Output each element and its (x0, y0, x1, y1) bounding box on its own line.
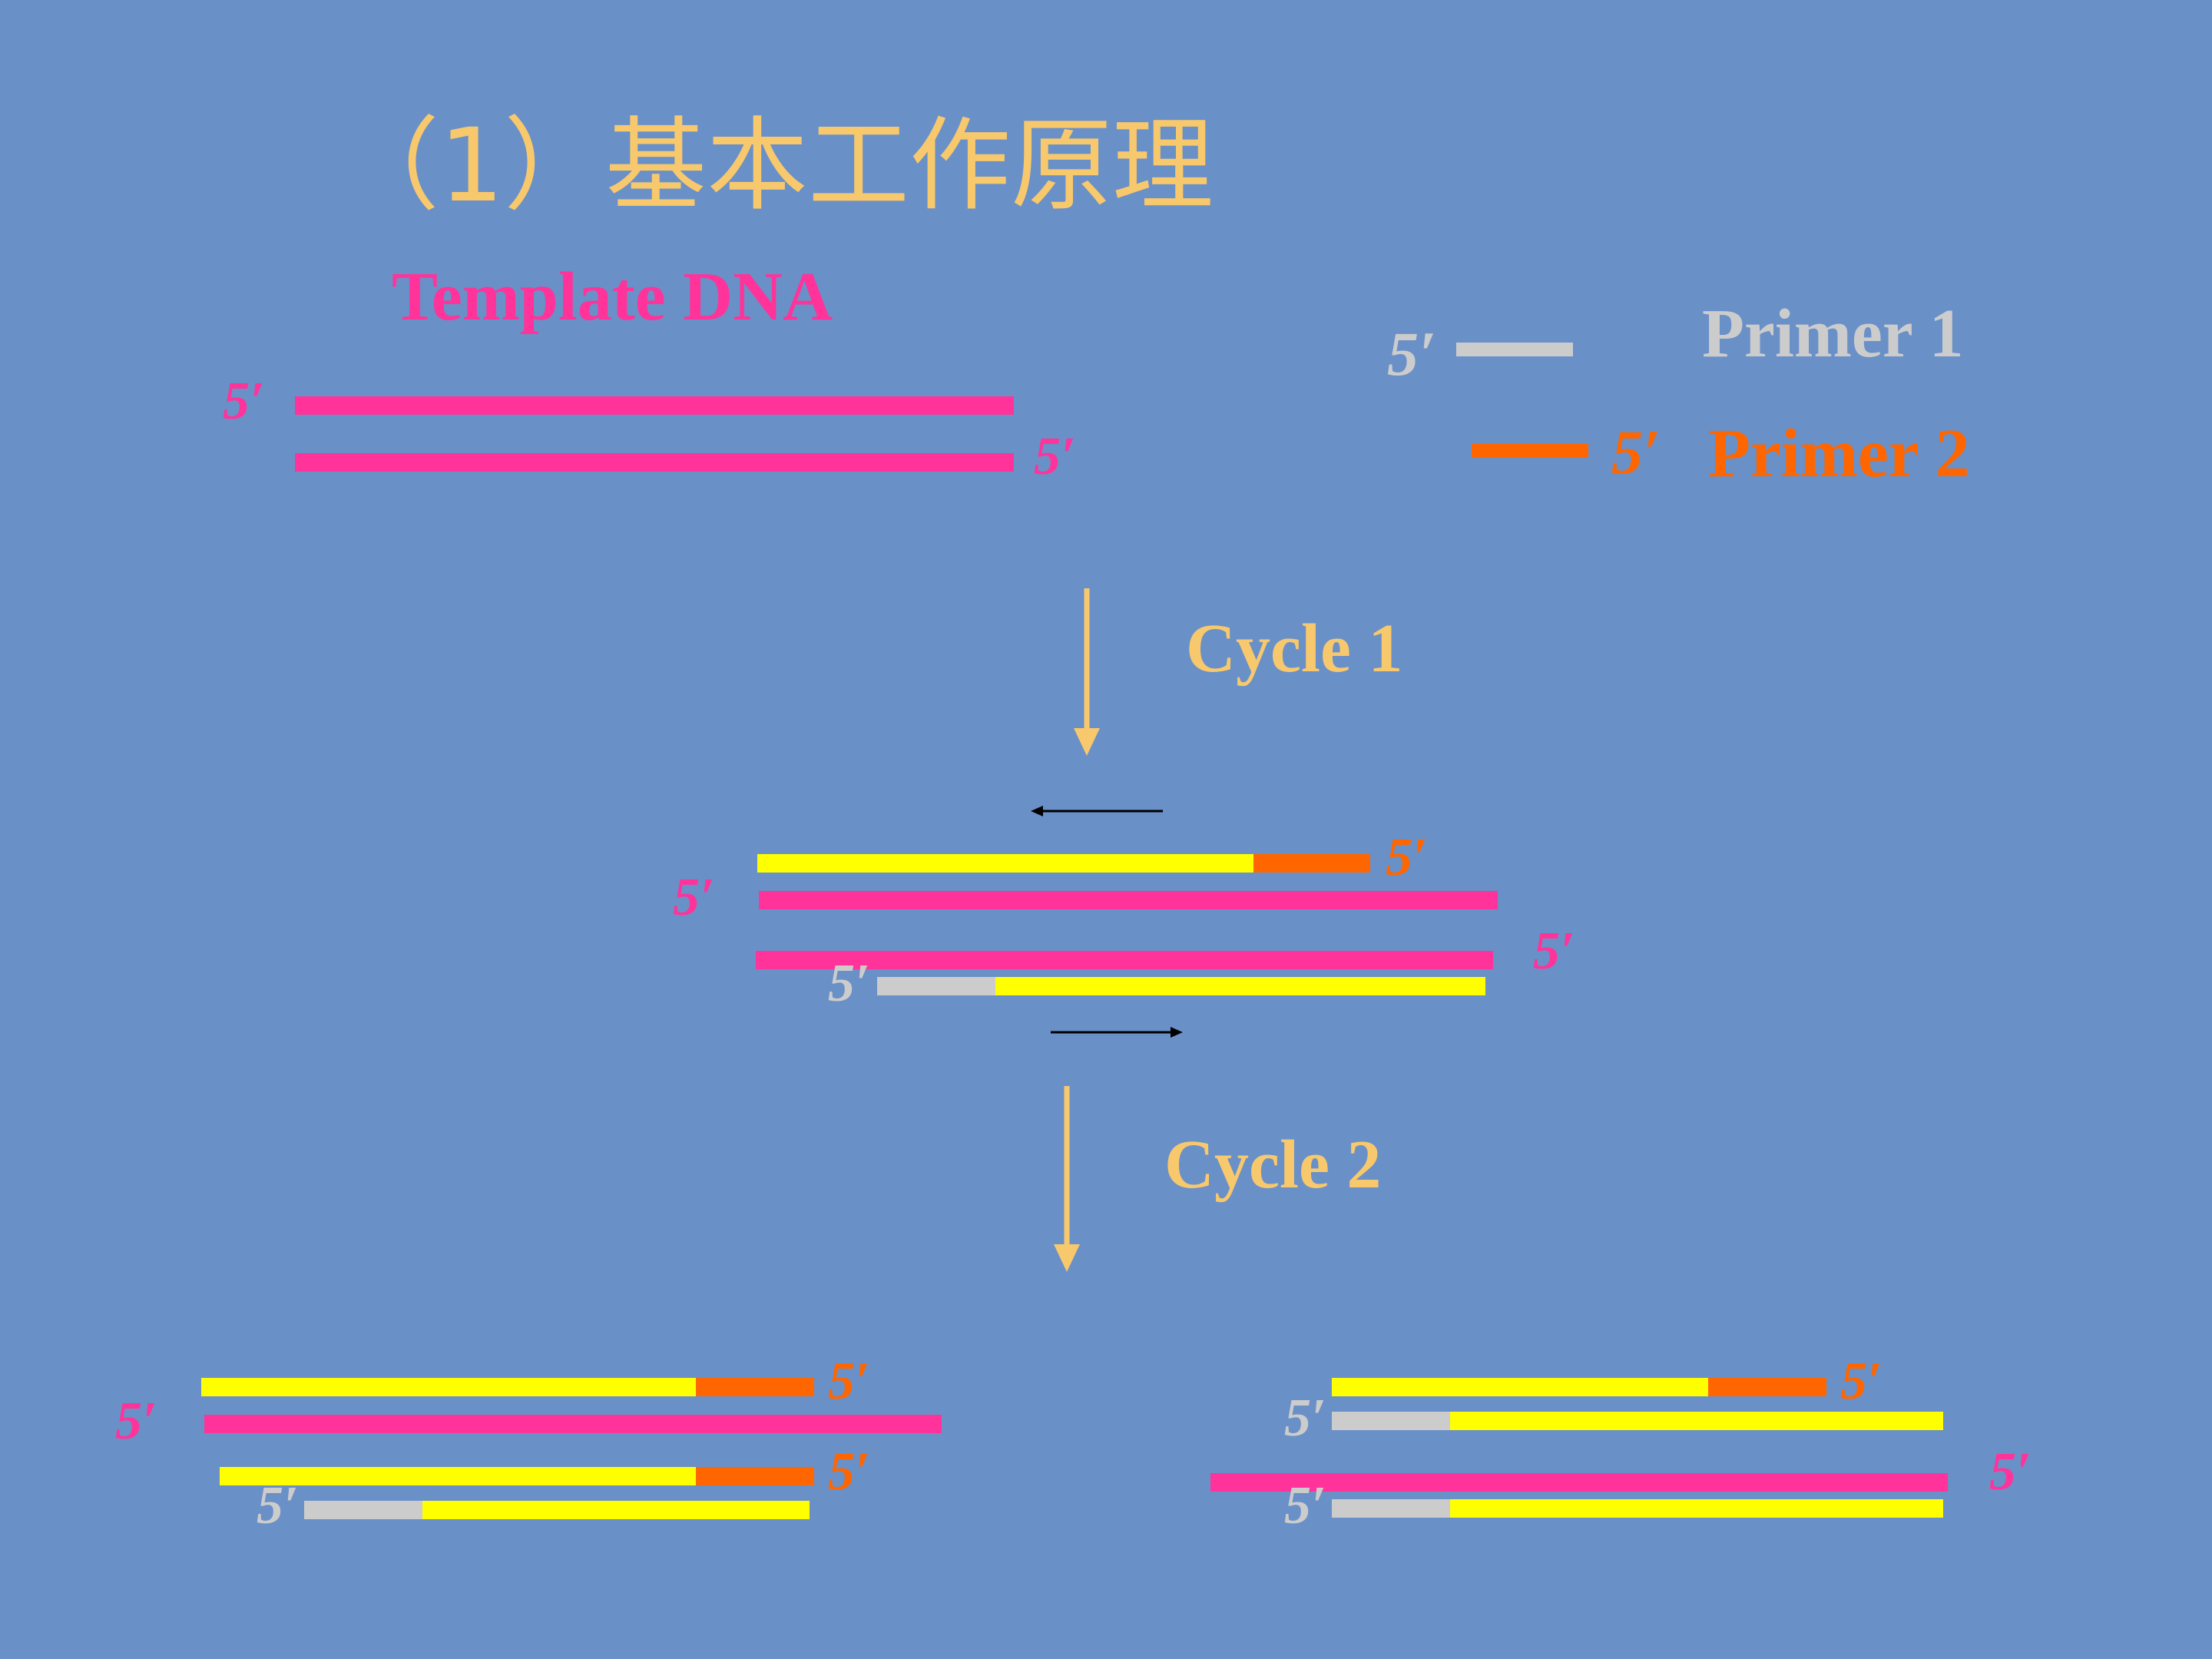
five-prime-label: 5′ (828, 954, 870, 1013)
primer1-segment (1332, 1412, 1450, 1430)
five-prime-label: 5′ (1840, 1352, 1883, 1411)
template-strand (756, 951, 1493, 969)
five-prime-label: 5′ (673, 868, 715, 927)
cycle2-label: Cycle 2 (1164, 1127, 1382, 1203)
new-strand-segment (1450, 1412, 1943, 1430)
five-prime-label: 5′ (223, 372, 265, 431)
new-strand-segment (1332, 1378, 1708, 1396)
cycle2-arrow (1054, 1086, 1080, 1272)
primer1-segment (877, 977, 995, 995)
template-strand (1210, 1473, 1948, 1492)
primer1-segment (304, 1501, 422, 1519)
five-prime-label: 5′ (115, 1392, 157, 1451)
primer2-legend-bar (1472, 444, 1588, 458)
primer2-segment (1253, 854, 1370, 873)
five-prime-label: 5′ (828, 1442, 870, 1502)
primer2-segment (1708, 1378, 1826, 1396)
new-strand-segment (201, 1378, 696, 1396)
five-prime-label: 5′ (1034, 427, 1076, 486)
slide-title: （1）基本工作原理 (338, 107, 1214, 225)
primer2-segment (696, 1467, 814, 1485)
extension-direction-left-arrow (1031, 806, 1163, 816)
new-strand-segment (1450, 1499, 1943, 1518)
primer1-label: Primer 1 (1702, 296, 1964, 372)
five-prime-label: 5′ (1533, 922, 1575, 981)
primer1-segment (1332, 1499, 1450, 1518)
five-prime-label: 5′ (1611, 417, 1661, 487)
primer1-legend-bar (1456, 343, 1573, 356)
five-prime-label: 5′ (1386, 828, 1428, 887)
five-prime-label: 5′ (828, 1352, 870, 1411)
five-prime-label: 5′ (257, 1476, 299, 1535)
template-strand (204, 1415, 942, 1433)
five-prime-label: 5′ (1284, 1476, 1326, 1535)
five-prime-label: 5′ (1387, 319, 1437, 389)
new-strand-segment (995, 977, 1485, 995)
template-strand-bottom (295, 453, 1014, 472)
template-dna-label: Template DNA (392, 259, 833, 335)
extension-direction-right-arrow (1051, 1027, 1183, 1038)
new-strand-segment (220, 1467, 696, 1485)
new-strand-segment (422, 1501, 810, 1519)
five-prime-label: 5′ (1989, 1442, 2032, 1502)
new-strand-segment (757, 854, 1253, 873)
template-strand (759, 891, 1498, 909)
primer2-segment (696, 1378, 814, 1396)
cycle1-arrow (1074, 588, 1100, 756)
primer2-label: Primer 2 (1708, 416, 1970, 492)
five-prime-label: 5′ (1284, 1389, 1326, 1448)
template-strand-top (295, 396, 1014, 415)
cycle1-label: Cycle 1 (1186, 611, 1403, 687)
